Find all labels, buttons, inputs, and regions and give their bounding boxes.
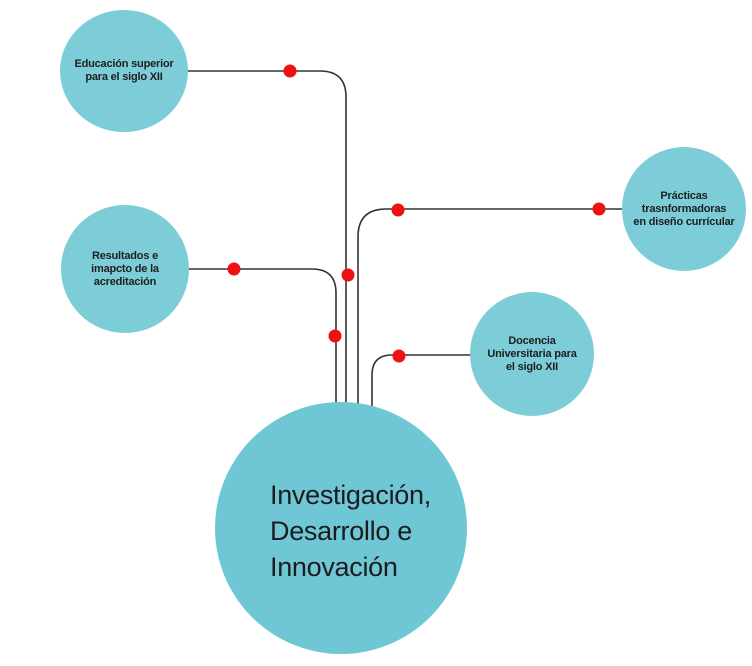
node-label: Educación superior para el siglo XII	[74, 58, 173, 84]
node-practicas-transformadoras: Prácticas trasnformadoras en diseño curr…	[622, 147, 746, 271]
node-label-line: acreditación	[93, 275, 157, 288]
central-label-line: Desarrollo e	[270, 516, 412, 546]
node-label-line: Resultados e	[91, 249, 159, 262]
node-docencia-universitaria: Docencia Universitaria para el siglo XII	[470, 292, 594, 416]
central-label: Investigación, Desarrollo e Innovación	[270, 477, 431, 585]
connector-dot	[391, 203, 405, 217]
connector-resultados	[189, 268, 337, 410]
node-label-line: Universitaria para	[487, 347, 577, 360]
node-educacion-superior: Educación superior para el siglo XII	[60, 10, 188, 132]
node-central-idi: Investigación, Desarrollo e Innovación	[215, 402, 467, 654]
node-label-line: en diseño currícular	[633, 215, 735, 228]
connector-dot	[283, 64, 297, 78]
node-label-line: Docencia	[508, 334, 556, 347]
connector-practicas	[357, 208, 626, 406]
node-label: Prácticas trasnformadoras en diseño curr…	[633, 190, 734, 229]
node-label-line: para el siglo XII	[85, 71, 163, 83]
connector-dot	[392, 349, 406, 363]
node-label-line: imapcto de la	[91, 262, 159, 275]
connector-dot	[341, 268, 355, 282]
connector-dot	[328, 329, 342, 343]
central-label-line: Investigación,	[270, 480, 431, 510]
node-label-line: Prácticas	[660, 189, 708, 202]
node-resultados-acreditacion: Resultados e imapcto de la acreditación	[61, 205, 189, 333]
node-label: Docencia Universitaria para el siglo XII	[487, 334, 577, 374]
connector-educacion	[188, 70, 347, 408]
node-label-line: el siglo XII	[505, 360, 558, 373]
central-label-line: Innovación	[270, 552, 398, 582]
node-label-line: trasnformadoras	[641, 202, 727, 215]
node-label-line: Educación superior	[74, 58, 174, 70]
connector-docencia	[371, 354, 472, 408]
connector-dot	[592, 202, 606, 216]
connector-dot	[227, 262, 241, 276]
node-label: Resultados e imapcto de la acreditación	[91, 250, 159, 289]
